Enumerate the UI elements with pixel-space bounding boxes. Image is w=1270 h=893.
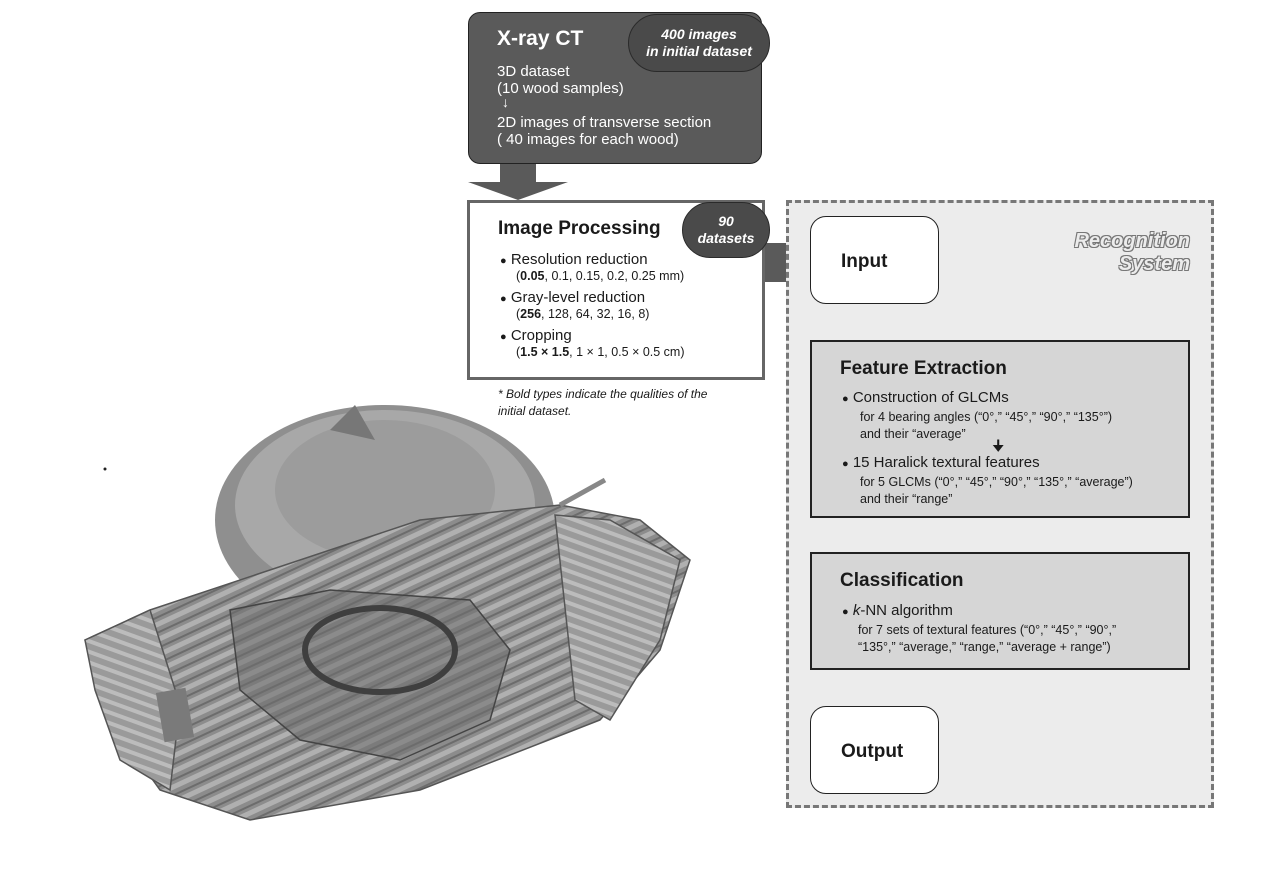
classification-box: Classification ● k-NN algorithm for 7 se… (810, 552, 1190, 670)
down-arrow-icon: 🠋 (992, 438, 1005, 455)
bold-types-note: * Bold types indicate the qualities of t… (498, 387, 708, 418)
arrow-xray-to-processing (468, 164, 568, 200)
image-processing-title: Image Processing (498, 218, 661, 239)
list-item-detail: (0.05, 0.1, 0.15, 0.2, 0.25 mm) (516, 269, 685, 283)
xray-ct-title: X-ray CT (497, 27, 584, 50)
list-item: ● Cropping (500, 327, 572, 344)
bullet-icon: ● (500, 255, 507, 267)
list-item: ● Gray-level reduction (500, 289, 646, 306)
bullet-icon: ● (842, 393, 849, 405)
xray-wood-samples: (10 wood samples) (497, 80, 624, 97)
down-arrow-icon: ↓ (502, 94, 509, 110)
wood-sample-illustration (84, 405, 691, 821)
feature-extraction-box: Feature Extraction ● Construction of GLC… (810, 340, 1190, 518)
list-item: ● k-NN algorithm (842, 602, 953, 619)
list-item-detail: and their “average” (860, 427, 966, 441)
recognition-system-title: Recognition System (1074, 230, 1190, 275)
classification-title: Classification (840, 570, 964, 591)
output-label: Output (841, 741, 904, 762)
bullet-icon: ● (842, 606, 849, 618)
datasets-badge: 90 datasets (682, 202, 770, 258)
list-item-detail: for 7 sets of textural features (“0°,” “… (858, 623, 1117, 637)
cut-plane (229, 589, 511, 761)
badge-caption: datasets (697, 230, 755, 246)
list-item: ● Resolution reduction (500, 251, 648, 268)
badge-caption: in initial dataset (646, 43, 752, 59)
xray-3d-dataset: 3D dataset (497, 63, 570, 80)
input-label: Input (841, 251, 888, 272)
list-item-detail: for 5 GLCMs (“0°,” “45°,” “90°,” “135°,”… (860, 475, 1133, 489)
feature-extraction-title: Feature Extraction (840, 358, 1007, 379)
list-item-detail: and their “range” (860, 492, 953, 506)
list-item-detail: (1.5 × 1.5, 1 × 1, 0.5 × 0.5 cm) (516, 345, 685, 359)
xray-images-per-wood: ( 40 images for each wood) (497, 131, 679, 148)
xray-2d-images: 2D images of transverse section (497, 114, 712, 131)
bullet-icon: ● (500, 331, 507, 343)
initial-dataset-badge: 400 images in initial dataset (628, 14, 770, 72)
list-item-detail: for 4 bearing angles (“0°,” “45°,” “90°,… (860, 410, 1113, 424)
badge-count: 400 images (661, 26, 737, 42)
list-item-detail: “135°,” “average,” “range,” “average + r… (858, 640, 1111, 654)
list-item-detail: (256, 128, 64, 32, 16, 8) (516, 307, 650, 321)
list-item: ● 15 Haralick textural features (842, 454, 1040, 471)
bullet-icon: ● (842, 458, 849, 470)
list-item: ● Construction of GLCMs (842, 389, 1009, 406)
input-box: Input (810, 216, 939, 304)
bullet-icon: ● (500, 293, 507, 305)
badge-count: 90 (718, 213, 734, 229)
output-box: Output (810, 706, 939, 794)
